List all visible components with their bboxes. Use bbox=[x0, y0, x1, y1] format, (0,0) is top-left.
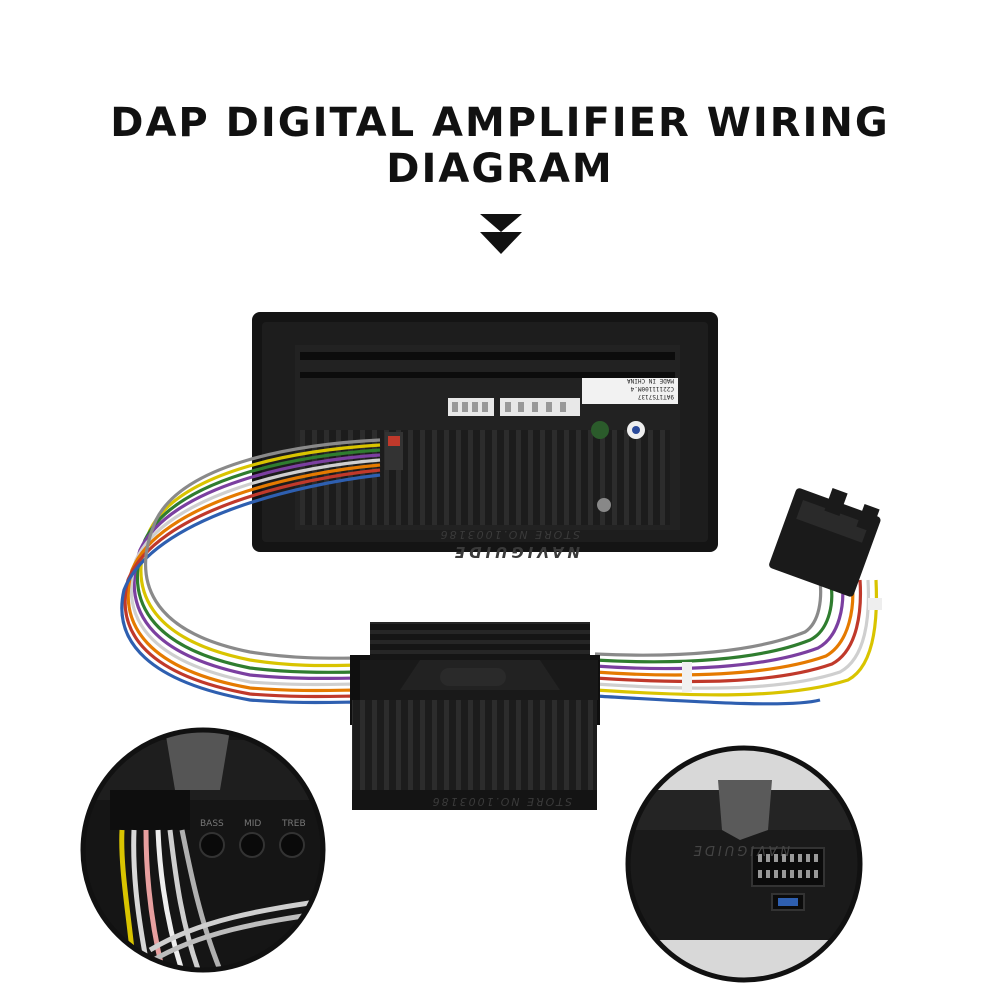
double-down-arrow-icon bbox=[480, 214, 522, 254]
inset-watermark: NAVIGUIDE bbox=[691, 842, 790, 857]
wiring-harness-left bbox=[120, 438, 381, 705]
knob-label-treb: TREB bbox=[281, 819, 306, 829]
inset-detail-port: NAVIGUIDE bbox=[625, 745, 863, 983]
sticker-line1: 9AT1TS7137 bbox=[637, 393, 674, 400]
inset-detail-knobs: BASS MID TREB bbox=[80, 727, 326, 973]
treb-knob bbox=[279, 832, 305, 858]
bass-knob bbox=[199, 832, 225, 858]
knob-label-mid: MID bbox=[244, 819, 261, 829]
knob-label-bass: BASS bbox=[200, 819, 224, 829]
iso-connector bbox=[769, 487, 882, 610]
sticker-line2: C22111100M.4 bbox=[630, 385, 674, 392]
wiring-harness-right bbox=[594, 579, 878, 706]
amplifier-watermark: STORE NO.1003186 bbox=[431, 795, 572, 808]
head-unit-watermark: NAVIGUIDE bbox=[451, 543, 580, 561]
cable-tie bbox=[682, 662, 692, 692]
head-unit-watermark-store: STORE NO.1003186 bbox=[439, 528, 580, 541]
sticker-line3: MADE IN CHINA bbox=[627, 377, 674, 384]
head-unit: 9AT1TS7137 C22111100M.4 MADE IN CHINA NA… bbox=[252, 312, 718, 561]
mid-knob bbox=[239, 832, 265, 858]
page-title: DAP DIGITAL AMPLIFIER WIRING DIAGRAM bbox=[110, 100, 890, 192]
amplifier-box: STORE NO.1003186 bbox=[350, 622, 600, 810]
